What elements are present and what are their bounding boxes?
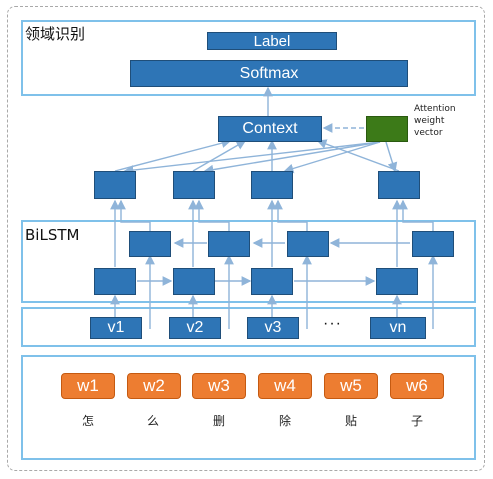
char-5: 贴 — [344, 414, 357, 428]
backward-lstm-box-n — [412, 231, 454, 257]
word-panel — [21, 355, 476, 460]
word-box-w4: w4 — [258, 373, 312, 399]
word-box-w5: w5 — [324, 373, 378, 399]
bilstm-panel — [21, 220, 476, 303]
backward-lstm-box-2 — [208, 231, 250, 257]
softmax-box: Softmax — [130, 60, 408, 87]
vector-label-v1: v1 — [107, 319, 125, 336]
hidden-state-box-2 — [173, 171, 215, 199]
outer-dashed-frame — [7, 6, 485, 471]
backward-lstm-box-1 — [129, 231, 171, 257]
attention-caption-line-2: weight — [414, 116, 445, 126]
hidden-state-box-3 — [251, 171, 293, 199]
vector-panel — [21, 307, 476, 347]
hidden-state-box-n — [378, 171, 420, 199]
attention-caption: Attention weight vector — [414, 103, 484, 139]
softmax-box-text: Softmax — [239, 64, 299, 82]
word-label-w4: w4 — [274, 376, 296, 395]
forward-lstm-box-2 — [173, 268, 215, 295]
attention-caption-line-3: vector — [414, 128, 443, 138]
vector-box-vn: vn — [370, 317, 426, 339]
domain-recognition-panel — [21, 20, 476, 96]
forward-lstm-box-1 — [94, 268, 136, 295]
char-2: 么 — [146, 414, 159, 428]
label-box-text: Label — [253, 32, 291, 50]
vector-label-vn: vn — [389, 319, 407, 336]
word-label-w2: w2 — [143, 376, 165, 395]
bilstm-title: BiLSTM — [25, 226, 80, 244]
word-label-w5: w5 — [340, 376, 362, 395]
char-3: 删 — [212, 414, 225, 428]
hidden-state-box-1 — [94, 171, 136, 199]
vector-box-v2: v2 — [169, 317, 221, 339]
word-label-w1: w1 — [77, 376, 99, 395]
attention-weight-vector-box — [366, 116, 408, 142]
vector-ellipsis: ··· — [323, 315, 342, 332]
vector-box-v3: v3 — [247, 317, 299, 339]
context-box: Context — [218, 116, 322, 142]
vector-label-v2: v2 — [186, 319, 204, 336]
attention-caption-line-1: Attention — [414, 104, 456, 114]
word-box-w6: w6 — [390, 373, 444, 399]
label-box: Label — [207, 32, 337, 50]
vector-box-v1: v1 — [90, 317, 142, 339]
word-box-w3: w3 — [192, 373, 246, 399]
word-label-w3: w3 — [208, 376, 230, 395]
char-1: 怎 — [81, 414, 94, 428]
char-4: 除 — [278, 414, 291, 428]
word-label-w6: w6 — [406, 376, 428, 395]
word-box-w1: w1 — [61, 373, 115, 399]
word-box-w2: w2 — [127, 373, 181, 399]
backward-lstm-box-3 — [287, 231, 329, 257]
context-box-text: Context — [242, 120, 298, 137]
char-6: 子 — [410, 414, 423, 428]
forward-lstm-box-n — [376, 268, 418, 295]
vector-label-v3: v3 — [264, 319, 282, 336]
forward-lstm-box-3 — [251, 268, 293, 295]
domain-recognition-title: 领域识别 — [25, 25, 86, 43]
